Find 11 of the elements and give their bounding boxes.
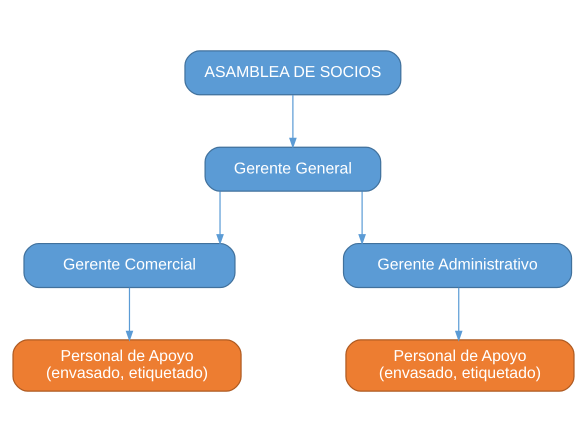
node-box: Gerente Administrativo bbox=[342, 242, 572, 288]
arrow bbox=[216, 191, 224, 245]
arrow bbox=[289, 94, 297, 148]
arrow bbox=[358, 191, 366, 245]
node-box: Personal de Apoyo (envasado, etiquetado) bbox=[12, 338, 242, 392]
arrow bbox=[126, 287, 134, 342]
node-box: ASAMBLEA DE SOCIOS bbox=[184, 50, 402, 95]
arrow bbox=[454, 287, 463, 342]
node-box: Gerente General bbox=[204, 146, 382, 192]
node-box: Personal de Apoyo (envasado, etiquetado) bbox=[345, 338, 575, 392]
node-box: Gerente Comercial bbox=[23, 242, 236, 288]
